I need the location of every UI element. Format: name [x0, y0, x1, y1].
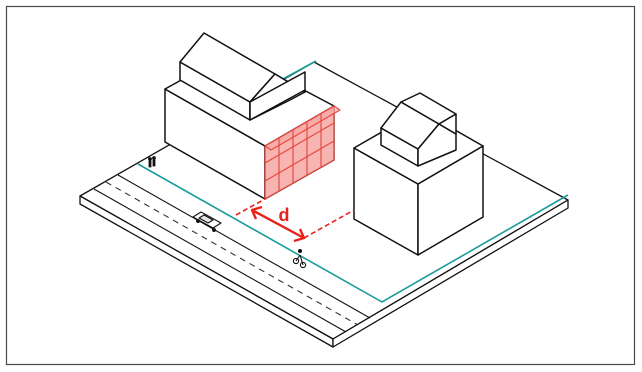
property-lines: [137, 60, 569, 303]
car-icon: [192, 211, 222, 232]
dimension-line: [251, 208, 305, 240]
property-line-back: [282, 60, 317, 80]
right-building-roof-side: [417, 123, 457, 167]
pedestrians-icon: [148, 156, 156, 168]
road: [93, 174, 371, 333]
dimension-arrowhead-right: [293, 228, 306, 243]
left-building-roof-box-side: [249, 71, 306, 121]
highlighted-extension: [264, 105, 341, 200]
right-building-roof-right: [438, 113, 457, 135]
dimension-label: d: [279, 205, 290, 225]
setback-dimension: d: [235, 198, 355, 243]
dimension-extension-right: [303, 209, 355, 239]
dimension-arrowhead-left: [250, 205, 263, 220]
road-center-dashes: [105, 181, 359, 326]
left-building: [164, 32, 335, 200]
road-edge-inner: [117, 174, 371, 319]
extension-grid: [264, 114, 335, 191]
right-building: [353, 92, 484, 256]
property-line-front: [137, 163, 569, 303]
road-edge-outer: [93, 188, 347, 333]
figure-border: [5, 5, 636, 366]
dimension-extension-left: [235, 198, 266, 216]
cyclist-icon: [292, 248, 307, 269]
